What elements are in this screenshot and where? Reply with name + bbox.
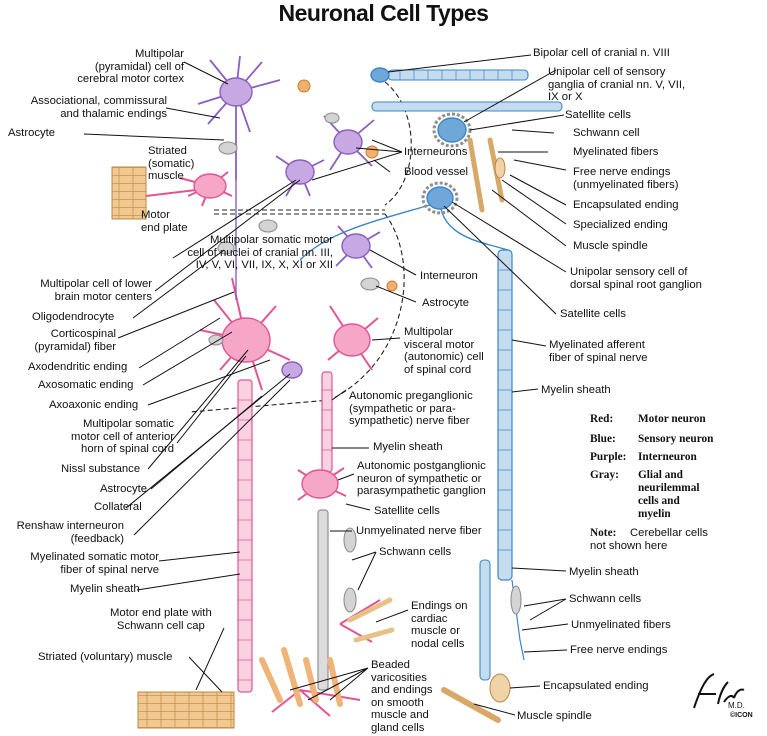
key-meaning-gray-4: myelin — [638, 508, 671, 520]
key-term-red: Red: — [590, 413, 614, 425]
key-term-gray: Gray: — [590, 469, 619, 481]
key-note-line-2: not shown here — [590, 540, 668, 552]
netter-signature-logo: M.D. ©ICON — [693, 673, 758, 718]
label-free-nerve-endings-top: Free nerve endings(unmyelinated fibers) — [573, 166, 679, 191]
label-free-nerve-endings-right: Free nerve endings — [570, 644, 668, 656]
label-schwann-cells-mid: Schwann cells — [379, 546, 452, 558]
label-myelin-sheath-left: Myelin sheath — [70, 583, 140, 595]
label-myelin-sheath-right-2: Myelin sheath — [569, 566, 639, 578]
label-autonomic-preganglionic: Autonomic preganglionic(sympathetic or p… — [349, 390, 473, 427]
label-myelin-sheath-mid: Myelin sheath — [373, 441, 443, 453]
glial-cells-art — [208, 112, 522, 615]
sensory-neurons-art — [299, 69, 563, 681]
label-encapsulated-ending-top: Encapsulated ending — [573, 199, 679, 211]
peripheral-endings-art — [259, 137, 511, 723]
label-astrocyte-mid: Astrocyte — [100, 483, 148, 495]
label-bipolar-cell-viii: Bipolar cell of cranial n. VIII — [533, 47, 670, 59]
key-note-label: Note: — [590, 527, 617, 539]
label-collateral: Collateral — [94, 501, 142, 513]
label-astrocyte-right: Astrocyte — [422, 297, 470, 309]
key-note-line-1: Cerebellar cells — [630, 527, 708, 539]
interneuron-cell-bodies-art — [219, 77, 371, 379]
label-schwann-cell-top: Schwann cell — [573, 127, 640, 139]
key-meaning-red: Motor neuron — [638, 413, 706, 425]
label-axoaxonic-ending: Axoaxonic ending — [49, 399, 139, 411]
label-schwann-cells-right: Schwann cells — [569, 593, 642, 605]
motor-cell-bodies-art — [193, 173, 371, 499]
label-encapsulated-ending-right: Encapsulated ending — [543, 680, 649, 692]
label-renshaw-interneuron: Renshaw interneuron(feedback) — [16, 520, 124, 545]
svg-text:©ICON: ©ICON — [730, 711, 753, 718]
label-axodendritic-ending: Axodendritic ending — [28, 361, 128, 373]
key-meaning-blue: Sensory neuron — [638, 433, 714, 445]
key-meaning-gray-1: Glial and — [638, 469, 683, 481]
leader-lines — [83, 54, 569, 716]
label-striated-somatic-muscle: Striated(somatic)muscle — [148, 145, 195, 182]
label-striated-voluntary-muscle: Striated (voluntary) muscle — [38, 651, 173, 663]
label-nissl-substance: Nissl substance — [61, 463, 141, 475]
label-specialized-ending: Specialized ending — [573, 219, 668, 231]
label-oligodendrocyte: Oligodendrocyte — [32, 311, 115, 323]
label-unmyelinated-fibers: Unmyelinated fibers — [571, 619, 671, 631]
key-term-purple: Purple: — [590, 451, 627, 463]
striated-voluntary-muscle-art — [137, 691, 235, 729]
label-satellite-cells-top: Satellite cells — [565, 109, 631, 121]
page-title: Neuronal Cell Types — [278, 0, 489, 26]
key-meaning-gray-3: cells and — [638, 495, 680, 507]
label-myelin-sheath-right-1: Myelin sheath — [541, 384, 611, 396]
label-blood-vessel: Blood vessel — [404, 166, 469, 178]
label-unmyelinated-nerve-fiber: Unmyelinated nerve fiber — [356, 525, 482, 537]
motor-axon-art — [237, 371, 333, 693]
label-satellite-cells-mid: Satellite cells — [374, 505, 440, 517]
key-meaning-gray-2: neurilemmal — [638, 482, 700, 494]
label-satellite-cells-right: Satellite cells — [560, 308, 626, 320]
label-interneuron: Interneuron — [420, 270, 478, 282]
key-term-blue: Blue: — [590, 433, 616, 445]
striated-somatic-muscle-art — [111, 166, 147, 220]
label-corticospinal-fiber: Corticospinal(pyramidal) fiber — [34, 328, 116, 353]
label-myelinated-fibers: Myelinated fibers — [573, 146, 659, 158]
label-astrocyte-top: Astrocyte — [8, 127, 56, 139]
label-axosomatic-ending: Axosomatic ending — [38, 379, 134, 391]
label-muscle-spindle-right: Muscle spindle — [517, 710, 592, 722]
color-key: Red: Motor neuron Blue: Sensory neuron P… — [590, 413, 760, 563]
sensory-cell-bodies-art — [370, 67, 467, 210]
svg-text:M.D.: M.D. — [728, 701, 745, 710]
label-muscle-spindle-top: Muscle spindle — [573, 240, 648, 252]
key-meaning-purple: Interneuron — [638, 451, 697, 463]
label-interneurons: Interneurons — [404, 146, 468, 158]
